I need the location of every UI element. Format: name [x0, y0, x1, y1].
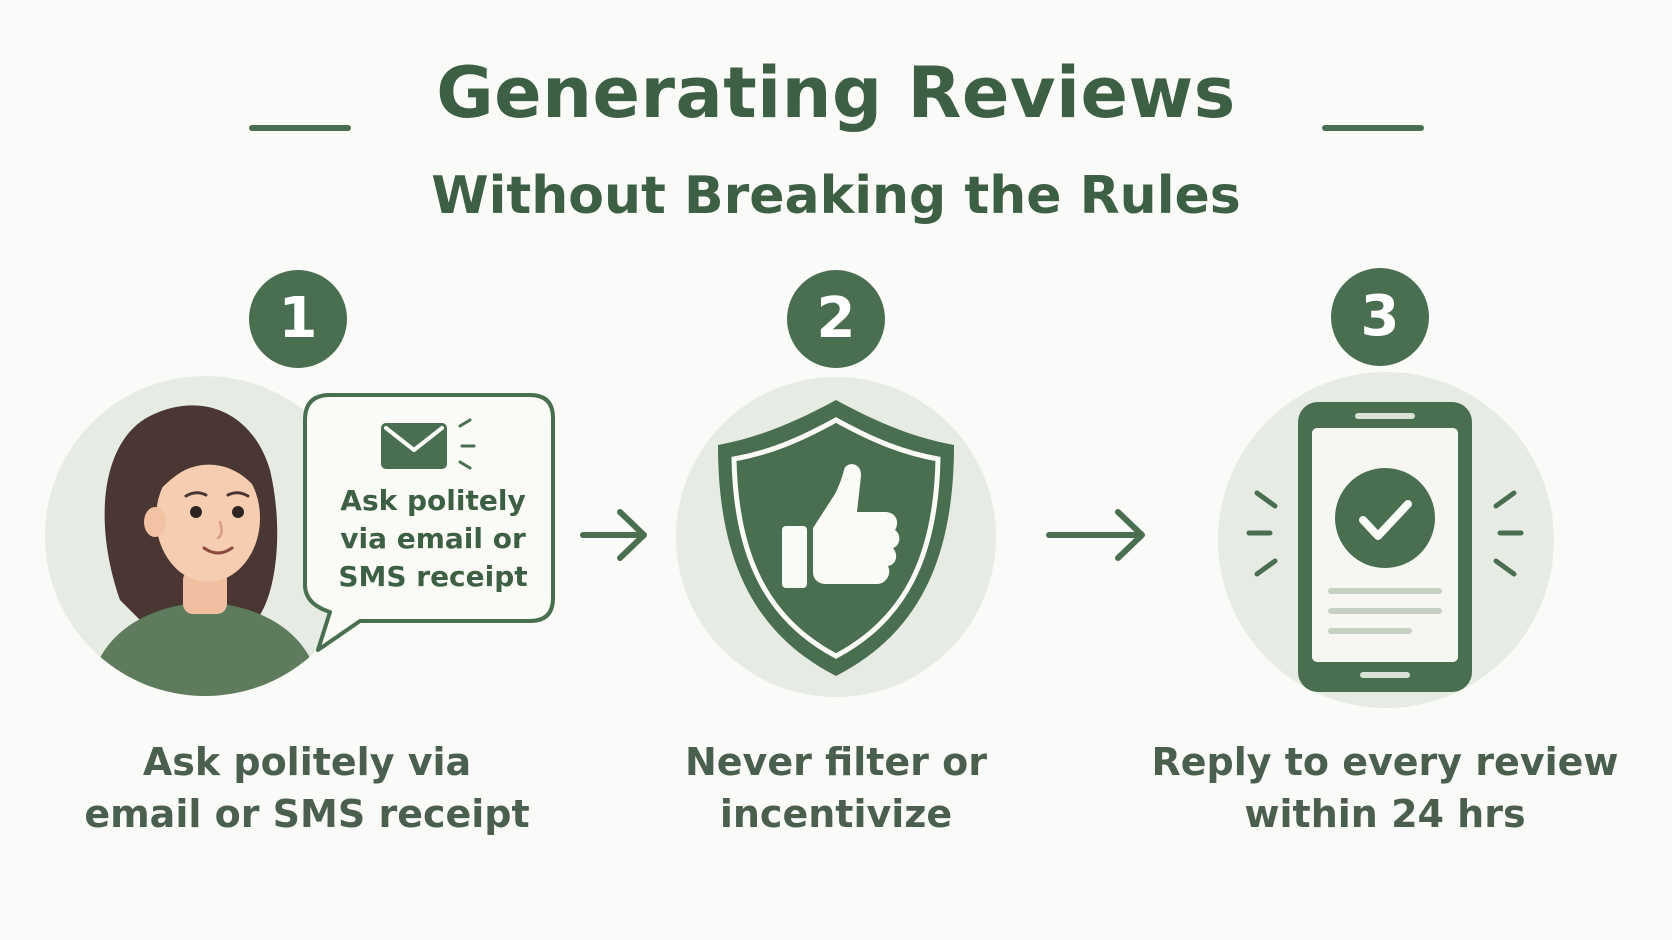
thumb-cuff	[782, 526, 807, 588]
page-title: Generating Reviews	[436, 52, 1236, 134]
thumbs-up-hand	[813, 464, 900, 584]
notification-rays	[1246, 490, 1524, 577]
step-3-caption: Reply to every review within 24 hrs	[1151, 740, 1619, 836]
step-3-badge: 3	[1331, 268, 1429, 366]
title-rule-left	[249, 125, 351, 131]
screen-line-1	[1328, 588, 1442, 594]
step-2-badge: 2	[787, 270, 885, 368]
speech-bubble-text: Ask politely via email or SMS receipt	[338, 484, 528, 593]
shirt	[88, 602, 322, 696]
title-rule-right	[1322, 125, 1424, 131]
screen-line-3	[1328, 628, 1412, 634]
phone-speaker	[1355, 413, 1415, 419]
page-subtitle: Without Breaking the Rules	[431, 166, 1241, 226]
face	[156, 454, 260, 582]
arrow-right-icon-1	[580, 509, 647, 561]
check-circle	[1335, 468, 1435, 568]
step-1-caption: Ask politely via email or SMS receipt	[84, 740, 530, 836]
phone-check-icon	[1218, 372, 1554, 708]
envelope-icon	[381, 418, 476, 470]
screen-line-2	[1328, 608, 1442, 614]
checkmark-icon	[1359, 500, 1412, 540]
shield-thumbs-up-icon	[676, 377, 996, 697]
person-illustration	[45, 376, 365, 696]
right-eye	[232, 506, 244, 518]
hair-bangs	[150, 426, 267, 505]
smile	[202, 546, 234, 555]
speech-bubble	[303, 393, 555, 652]
step-2-caption: Never filter or incentivize	[684, 740, 988, 836]
shield-inner-line	[731, 417, 941, 659]
arrow-right-icon-2	[1046, 509, 1145, 561]
phone-home-bar	[1360, 672, 1410, 678]
left-eye	[190, 506, 202, 518]
step-1-badge: 1	[249, 270, 347, 368]
ear	[144, 507, 166, 537]
